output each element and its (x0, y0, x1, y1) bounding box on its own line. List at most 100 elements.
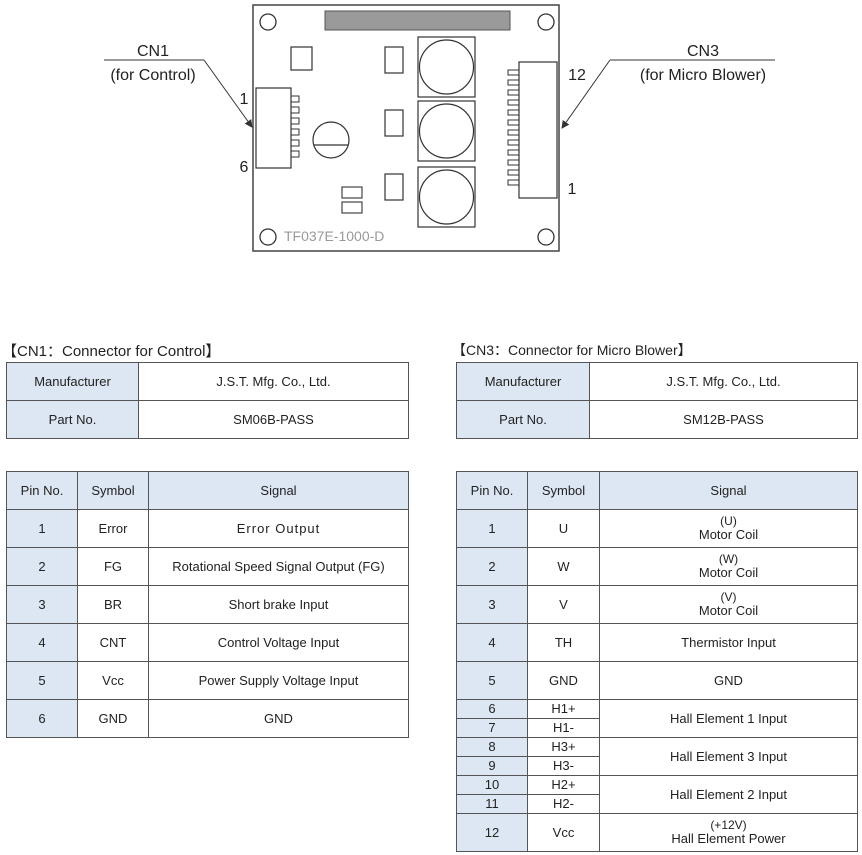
pin-symbol: H2+ (551, 777, 576, 792)
pin-number: 6 (488, 701, 496, 716)
pin-number: 6 (6, 699, 78, 738)
hall-element-package (417, 100, 476, 162)
cn3-header-pin: Pin No. (456, 471, 528, 510)
mounting-hole-bottom-left (259, 228, 277, 246)
pin-symbol: H2- (528, 794, 599, 813)
pin-number: 9 (457, 756, 527, 775)
pin-number-pair: 8 9 (456, 737, 528, 776)
component-square (384, 173, 404, 201)
pin-symbol: GND (77, 699, 149, 738)
cn1-header-pin: Pin No. (6, 471, 78, 510)
table-row: 4 CNT Control Voltage Input (6, 623, 409, 662)
pin-symbol: BR (77, 585, 149, 624)
pin-symbol-pair: H3+ H3- (527, 737, 600, 776)
signal-main: Motor Coil (698, 602, 759, 618)
table-row: 3 V (V) Motor Coil (456, 585, 858, 624)
pin-signal: (+12V) Hall Element Power (599, 813, 858, 852)
pin-symbol: CNT (77, 623, 149, 662)
hall-element-circle (418, 39, 475, 95)
cn3-part-label: Part No. (456, 400, 590, 439)
cn3-header-symbol: Symbol (527, 471, 600, 510)
pin-symbol: FG (77, 547, 149, 586)
capacitor-circle (312, 121, 350, 159)
board-diagram: CN1 (for Control) 1 6 CN3 (for Micro Blo… (104, 4, 775, 252)
cn1-callout-arrow (203, 59, 253, 128)
cn3-callout-arrow (561, 59, 611, 129)
component-square (290, 46, 313, 71)
cn1-section-title: 【CN1：Connector for Control】 (2, 343, 221, 360)
pin-symbol: H3- (528, 756, 599, 775)
table-row: 1 Error Error Output (6, 509, 409, 548)
cn3-manufacturer-value: J.S.T. Mfg. Co., Ltd. (589, 362, 858, 401)
cn3-section-title: 【CN3：Connector for Micro Blower】 (452, 342, 692, 358)
pin-number: 7 (457, 718, 527, 737)
pin-signal: GND (599, 661, 858, 700)
pin-symbol-pair: H2+ H2- (527, 775, 600, 814)
signal-main: Motor Coil (698, 526, 759, 542)
smd-part (341, 201, 363, 214)
pin-symbol-pair: H1+ H1- (527, 699, 600, 738)
cn1-pin-table: Pin No. Symbol Signal 1 Error Error Outp… (6, 471, 409, 738)
board-model-label: TF037E-1000-D (284, 228, 384, 244)
pin-number: 5 (456, 661, 528, 700)
cn1-pin-header-row: Pin No. Symbol Signal (6, 471, 409, 510)
cn1-part-label: Part No. (6, 400, 139, 439)
cn1-description: (for Control) (110, 67, 195, 84)
pin-number: 4 (456, 623, 528, 662)
pin-number: 2 (456, 547, 528, 586)
hall-element-circle (418, 103, 475, 159)
pin-number: 1 (6, 509, 78, 548)
pin-number: 8 (488, 739, 496, 754)
signal-main: Motor Coil (698, 564, 759, 580)
cn1-pin-top-label: 1 (240, 91, 249, 108)
pin-signal: Short brake Input (148, 585, 409, 624)
cn3-pin-top-label: 12 (568, 67, 586, 84)
cn3-pin-header-row: Pin No. Symbol Signal (456, 471, 858, 510)
mounting-hole-bottom-right (537, 228, 555, 246)
pin-symbol: TH (527, 623, 600, 662)
signal-sub: (U) (720, 514, 737, 529)
pin-number: 1 (456, 509, 528, 548)
table-row: 4 TH Thermistor Input (456, 623, 858, 662)
component-square (384, 109, 404, 137)
table-row: 10 11 H2+ H2- Hall Element 2 Input (456, 775, 858, 814)
mounting-hole-top-right (537, 13, 555, 31)
cn3-part-value: SM12B-PASS (589, 400, 858, 439)
table-row: 5 Vcc Power Supply Voltage Input (6, 661, 409, 700)
cn3-pins (507, 69, 520, 186)
pin-signal: Rotational Speed Signal Output (FG) (148, 547, 409, 586)
pin-symbol: Error (77, 509, 149, 548)
cn1-manufacturer-value: J.S.T. Mfg. Co., Ltd. (138, 362, 409, 401)
cn1-manufacturer-row: Manufacturer J.S.T. Mfg. Co., Ltd. (6, 362, 409, 401)
cn1-label: CN1 (137, 43, 169, 60)
pin-number: 10 (484, 777, 500, 792)
cn1-connector (255, 87, 292, 169)
cn3-manufacturer-row: Manufacturer J.S.T. Mfg. Co., Ltd. (456, 362, 858, 401)
top-label-strip (324, 10, 511, 31)
pin-symbol: W (527, 547, 600, 586)
pin-symbol: GND (527, 661, 600, 700)
pin-signal: Hall Element 2 Input (599, 775, 858, 814)
cn1-header-signal: Signal (148, 471, 409, 510)
pin-signal: Error Output (148, 509, 409, 548)
table-row: 6 GND GND (6, 699, 409, 738)
pin-signal: GND (148, 699, 409, 738)
pin-symbol: H1- (528, 718, 599, 737)
hall-element-package (417, 36, 476, 98)
pin-number: 12 (456, 813, 528, 852)
mounting-hole-top-left (259, 13, 277, 31)
pin-symbol: H3+ (551, 739, 576, 754)
pin-signal: Power Supply Voltage Input (148, 661, 409, 700)
component-square (384, 46, 404, 74)
pin-symbol: U (527, 509, 600, 548)
signal-sub: (+12V) (710, 818, 747, 833)
pin-symbol: H1+ (551, 701, 576, 716)
table-row: 8 9 H3+ H3- Hall Element 3 Input (456, 737, 858, 776)
pin-signal: (W) Motor Coil (599, 547, 858, 586)
pin-symbol: V (527, 585, 600, 624)
table-row: 2 FG Rotational Speed Signal Output (FG) (6, 547, 409, 586)
pin-symbol: Vcc (527, 813, 600, 852)
pin-signal: Thermistor Input (599, 623, 858, 662)
pin-number-pair: 10 11 (456, 775, 528, 814)
cn3-header-signal: Signal (599, 471, 858, 510)
